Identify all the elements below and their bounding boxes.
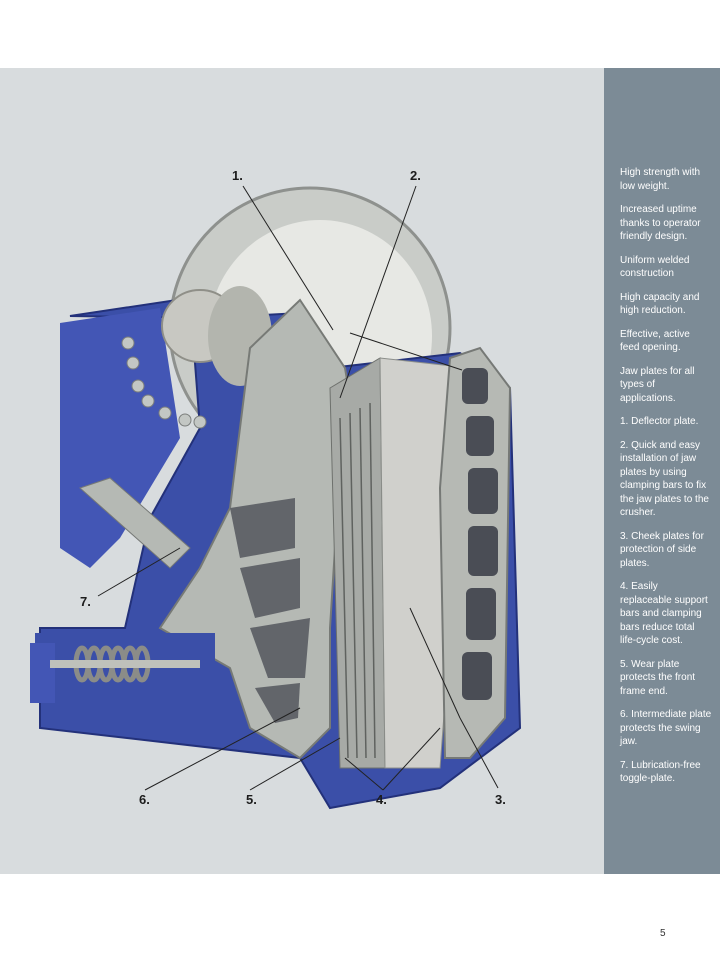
feature-item: 6. Intermediate plate protects the swing… <box>620 709 712 747</box>
callout-5: 5. <box>246 792 257 807</box>
feature-item: High capacity and high reduction. <box>620 291 700 317</box>
tension-spring <box>30 633 215 703</box>
feature-item: 5. Wear plate protects the front frame e… <box>620 658 696 697</box>
callout-2: 2. <box>410 168 421 183</box>
callout-3: 3. <box>495 792 506 807</box>
feature-item: 7. Lubrication-free toggle-plate. <box>620 759 701 785</box>
jaw-crusher-illustration <box>30 185 522 810</box>
bolt-circle <box>121 336 207 429</box>
side-plate <box>60 308 180 568</box>
feature-item: Effective, active feed opening. <box>620 328 690 354</box>
feature-item: Jaw plates for all types of applications… <box>620 365 695 404</box>
swing-jaw-cavities <box>230 498 310 723</box>
jaw-plate-grooves <box>339 402 376 759</box>
feature-item: 3. Cheek plates for protection of side p… <box>620 530 704 569</box>
feature-item: Uniform welded construction <box>620 254 690 280</box>
feature-sidebar: High strength with low weight. Increased… <box>604 68 720 874</box>
page-number: 5 <box>660 928 666 939</box>
callout-6: 6. <box>139 792 150 807</box>
toggle-plate <box>79 477 191 569</box>
leader-lines <box>97 185 499 791</box>
feature-list: High strength with low weight. Increased… <box>620 166 712 796</box>
callout-7: 7. <box>80 594 91 609</box>
callout-1: 1. <box>232 168 243 183</box>
feature-item: High strength with low weight. <box>620 167 701 192</box>
fixed-jaw-cavities <box>462 368 498 700</box>
feature-item: Increased uptime thanks to operator frie… <box>620 204 701 242</box>
callout-4: 4. <box>376 792 387 807</box>
feature-item: 1. Deflector plate. <box>620 416 699 427</box>
feature-item: 4. Easily replaceable support bars and c… <box>620 581 708 646</box>
feature-item: 2. Quick and easy installation of jaw pl… <box>620 439 709 519</box>
jaw-plate-movable <box>329 357 386 769</box>
